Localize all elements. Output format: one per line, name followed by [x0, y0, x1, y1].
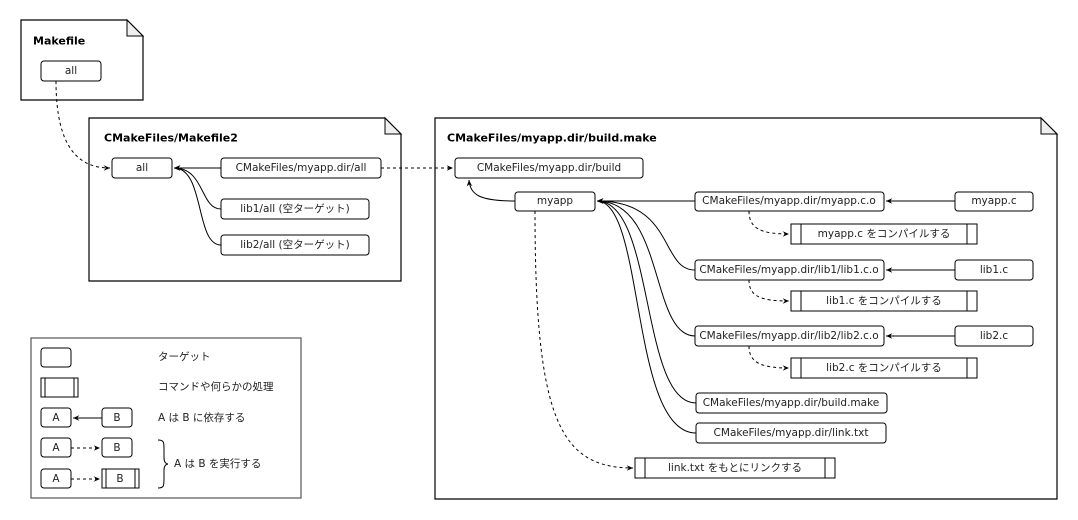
node-makefile2-all[interactable]: all	[111, 157, 173, 179]
edge-dep-build-myapp	[466, 179, 516, 202]
edge-exec-link	[534, 210, 634, 471]
node-myapp-c[interactable]: myapp.c	[954, 191, 1034, 212]
node-lib2-c[interactable]: lib2.c	[954, 325, 1034, 347]
edge-exec-mk-all-to-mk2-all	[55, 80, 111, 171]
legend-target-icon	[40, 347, 72, 368]
build-make-container: CMakeFiles/myapp.dir/build.make	[434, 116, 1059, 500]
legend-a: A	[52, 442, 60, 454]
legend-process-icon	[40, 377, 79, 398]
legend-b: B	[116, 473, 123, 485]
node-label: CMakeFiles/myapp.dir/lib2/lib2.c.o	[699, 330, 878, 342]
node-build[interactable]: CMakeFiles/myapp.dir/build	[454, 157, 644, 179]
node-label: all	[65, 65, 77, 77]
node-lib1-all[interactable]: lib1/all (空ターゲット)	[220, 198, 370, 220]
node-lib1-c-o[interactable]: CMakeFiles/myapp.dir/lib1/lib1.c.o	[694, 259, 885, 281]
process-label: lib1.c をコンパイルする	[826, 295, 942, 307]
edge-dep-mk2-all-lib2	[173, 165, 222, 246]
node-lib2-all[interactable]: lib2/all (空ターゲット)	[220, 234, 370, 256]
node-label: CMakeFiles/myapp.dir/all	[236, 162, 367, 174]
legend: ターゲット コマンドや何らかの処理 A B A は B に依存する A B A …	[30, 337, 302, 499]
legend-b: B	[113, 412, 120, 424]
makefile2-title: CMakeFiles/Makefile2	[104, 132, 238, 145]
node-link-txt[interactable]: CMakeFiles/myapp.dir/link.txt	[695, 422, 887, 444]
edge-dep-myapp-link-txt	[596, 198, 697, 434]
note-fold-icon	[126, 18, 145, 37]
node-label: CMakeFiles/myapp.dir/lib1/lib1.c.o	[699, 264, 878, 276]
node-myapp-dir-all[interactable]: CMakeFiles/myapp.dir/all	[220, 157, 382, 179]
legend-a: A	[52, 412, 60, 424]
makefile-container: Makefile	[20, 18, 145, 101]
process-label: link.txt をもとにリンクする	[668, 462, 802, 474]
legend-process-b: B	[101, 468, 140, 489]
node-label: lib1/all (空ターゲット)	[240, 202, 350, 215]
node-myapp[interactable]: myapp	[514, 191, 596, 212]
node-label: lib2/all (空ターゲット)	[240, 238, 350, 251]
note-fold-icon	[384, 116, 403, 135]
legend-process-label: コマンドや何らかの処理	[158, 380, 274, 393]
process-compile-lib2[interactable]: lib2.c をコンパイルする	[790, 357, 978, 379]
node-label: CMakeFiles/myapp.dir/link.txt	[714, 427, 869, 439]
node-label: CMakeFiles/myapp.dir/build	[477, 162, 621, 174]
build-make-title: CMakeFiles/myapp.dir/build.make	[447, 132, 657, 145]
note-fold-icon	[1040, 116, 1059, 135]
edge-exec-compile-lib2	[748, 345, 790, 371]
edge-exec-compile-lib1	[748, 279, 790, 304]
makefile-title: Makefile	[33, 35, 85, 48]
node-makefile-all[interactable]: all	[40, 60, 102, 82]
node-lib1-c[interactable]: lib1.c	[954, 259, 1034, 281]
node-label: lib1.c	[980, 264, 1009, 276]
edge-dep-mk2-all-lib1	[173, 165, 222, 210]
legend-b: B	[113, 442, 120, 454]
legend-brace-icon	[157, 439, 169, 489]
edge-dep-myapp-lib1-o	[596, 198, 696, 271]
edge-dep-myapp-build-make	[596, 198, 697, 404]
node-label: myapp	[537, 195, 574, 207]
node-lib2-c-o[interactable]: CMakeFiles/myapp.dir/lib2/lib2.c.o	[694, 325, 885, 347]
node-label: all	[136, 162, 148, 174]
legend-depends-label: A は B に依存する	[158, 411, 245, 424]
process-label: myapp.c をコンパイルする	[818, 228, 951, 240]
edge-dep-myapp-lib2-o	[596, 198, 696, 337]
node-build-make-file[interactable]: CMakeFiles/myapp.dir/build.make	[695, 392, 888, 414]
process-compile-lib1[interactable]: lib1.c をコンパイルする	[790, 290, 978, 312]
legend-target-label: ターゲット	[158, 351, 211, 363]
node-myapp-c-o[interactable]: CMakeFiles/myapp.dir/myapp.c.o	[694, 191, 885, 212]
node-label: CMakeFiles/myapp.dir/myapp.c.o	[702, 195, 876, 207]
process-label: lib2.c をコンパイルする	[826, 362, 942, 374]
legend-a: A	[52, 473, 60, 485]
process-link[interactable]: link.txt をもとにリンクする	[634, 457, 836, 479]
legend-executes-label: A は B を実行する	[174, 457, 261, 470]
node-label: lib2.c	[980, 330, 1009, 342]
process-compile-myapp[interactable]: myapp.c をコンパイルする	[790, 223, 978, 245]
node-label: myapp.c	[971, 195, 1017, 207]
node-label: CMakeFiles/myapp.dir/build.make	[703, 397, 880, 409]
